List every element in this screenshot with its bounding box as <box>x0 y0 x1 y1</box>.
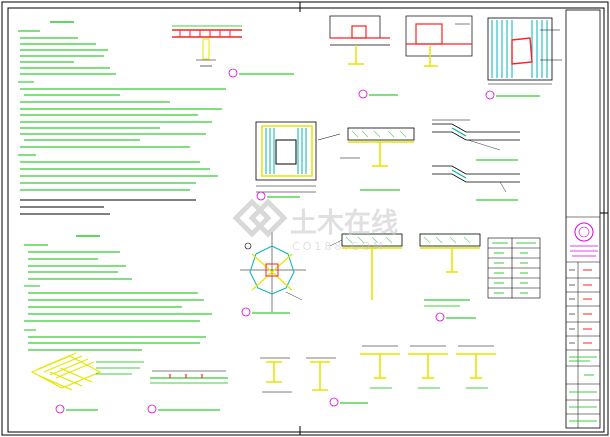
schedule-table <box>487 237 541 299</box>
title-block-red-entries <box>583 269 592 344</box>
detail-4-slab-edge <box>329 15 398 99</box>
detail-number-circle <box>147 404 157 414</box>
detail-number-circle <box>435 312 445 322</box>
detail-number-circle <box>256 191 266 201</box>
detail-8-step-sections <box>432 119 520 201</box>
company-seal <box>574 222 594 242</box>
detail-number-circle <box>241 307 251 317</box>
watermark: 土木在线 CO188.COM <box>232 198 398 253</box>
detail-number-circle <box>485 90 495 100</box>
grid-bubble <box>244 242 252 250</box>
detail-3-beam-studs <box>172 25 294 78</box>
notes-emphasis <box>20 199 196 215</box>
title-block-frame <box>565 9 601 429</box>
detail-9-sections <box>260 345 496 407</box>
title-block <box>565 9 601 429</box>
detail-number-circle <box>329 397 339 407</box>
detail-number-circle <box>358 89 368 99</box>
drawing-frame <box>7 7 605 433</box>
company-name-lines <box>570 245 598 257</box>
detail-5-deck-plan <box>485 17 562 100</box>
notes-lines-2 <box>24 244 212 351</box>
detail-4b-opening <box>405 15 473 67</box>
general-notes <box>18 21 226 351</box>
title-block-green-text <box>569 356 597 422</box>
title-block-labels <box>569 269 575 344</box>
detail-7-composite-section <box>340 127 415 191</box>
title-block-rows <box>566 261 600 428</box>
watermark-brand-cn: 土木在线 <box>290 208 398 239</box>
detail-number-circle <box>228 68 238 78</box>
detail-6-opening-plan <box>255 121 341 201</box>
detail-1-grating <box>30 352 144 414</box>
detail-number-circle <box>55 404 65 414</box>
company-seal-inner <box>578 226 590 238</box>
detail-7-column-plan <box>240 232 306 317</box>
detail-8-beam-column <box>329 233 481 322</box>
notes-lines <box>18 30 226 191</box>
detail-2-section <box>147 370 228 414</box>
watermark-brand-en: CO188.COM <box>292 240 386 253</box>
watermark-logo-icon <box>232 198 288 238</box>
